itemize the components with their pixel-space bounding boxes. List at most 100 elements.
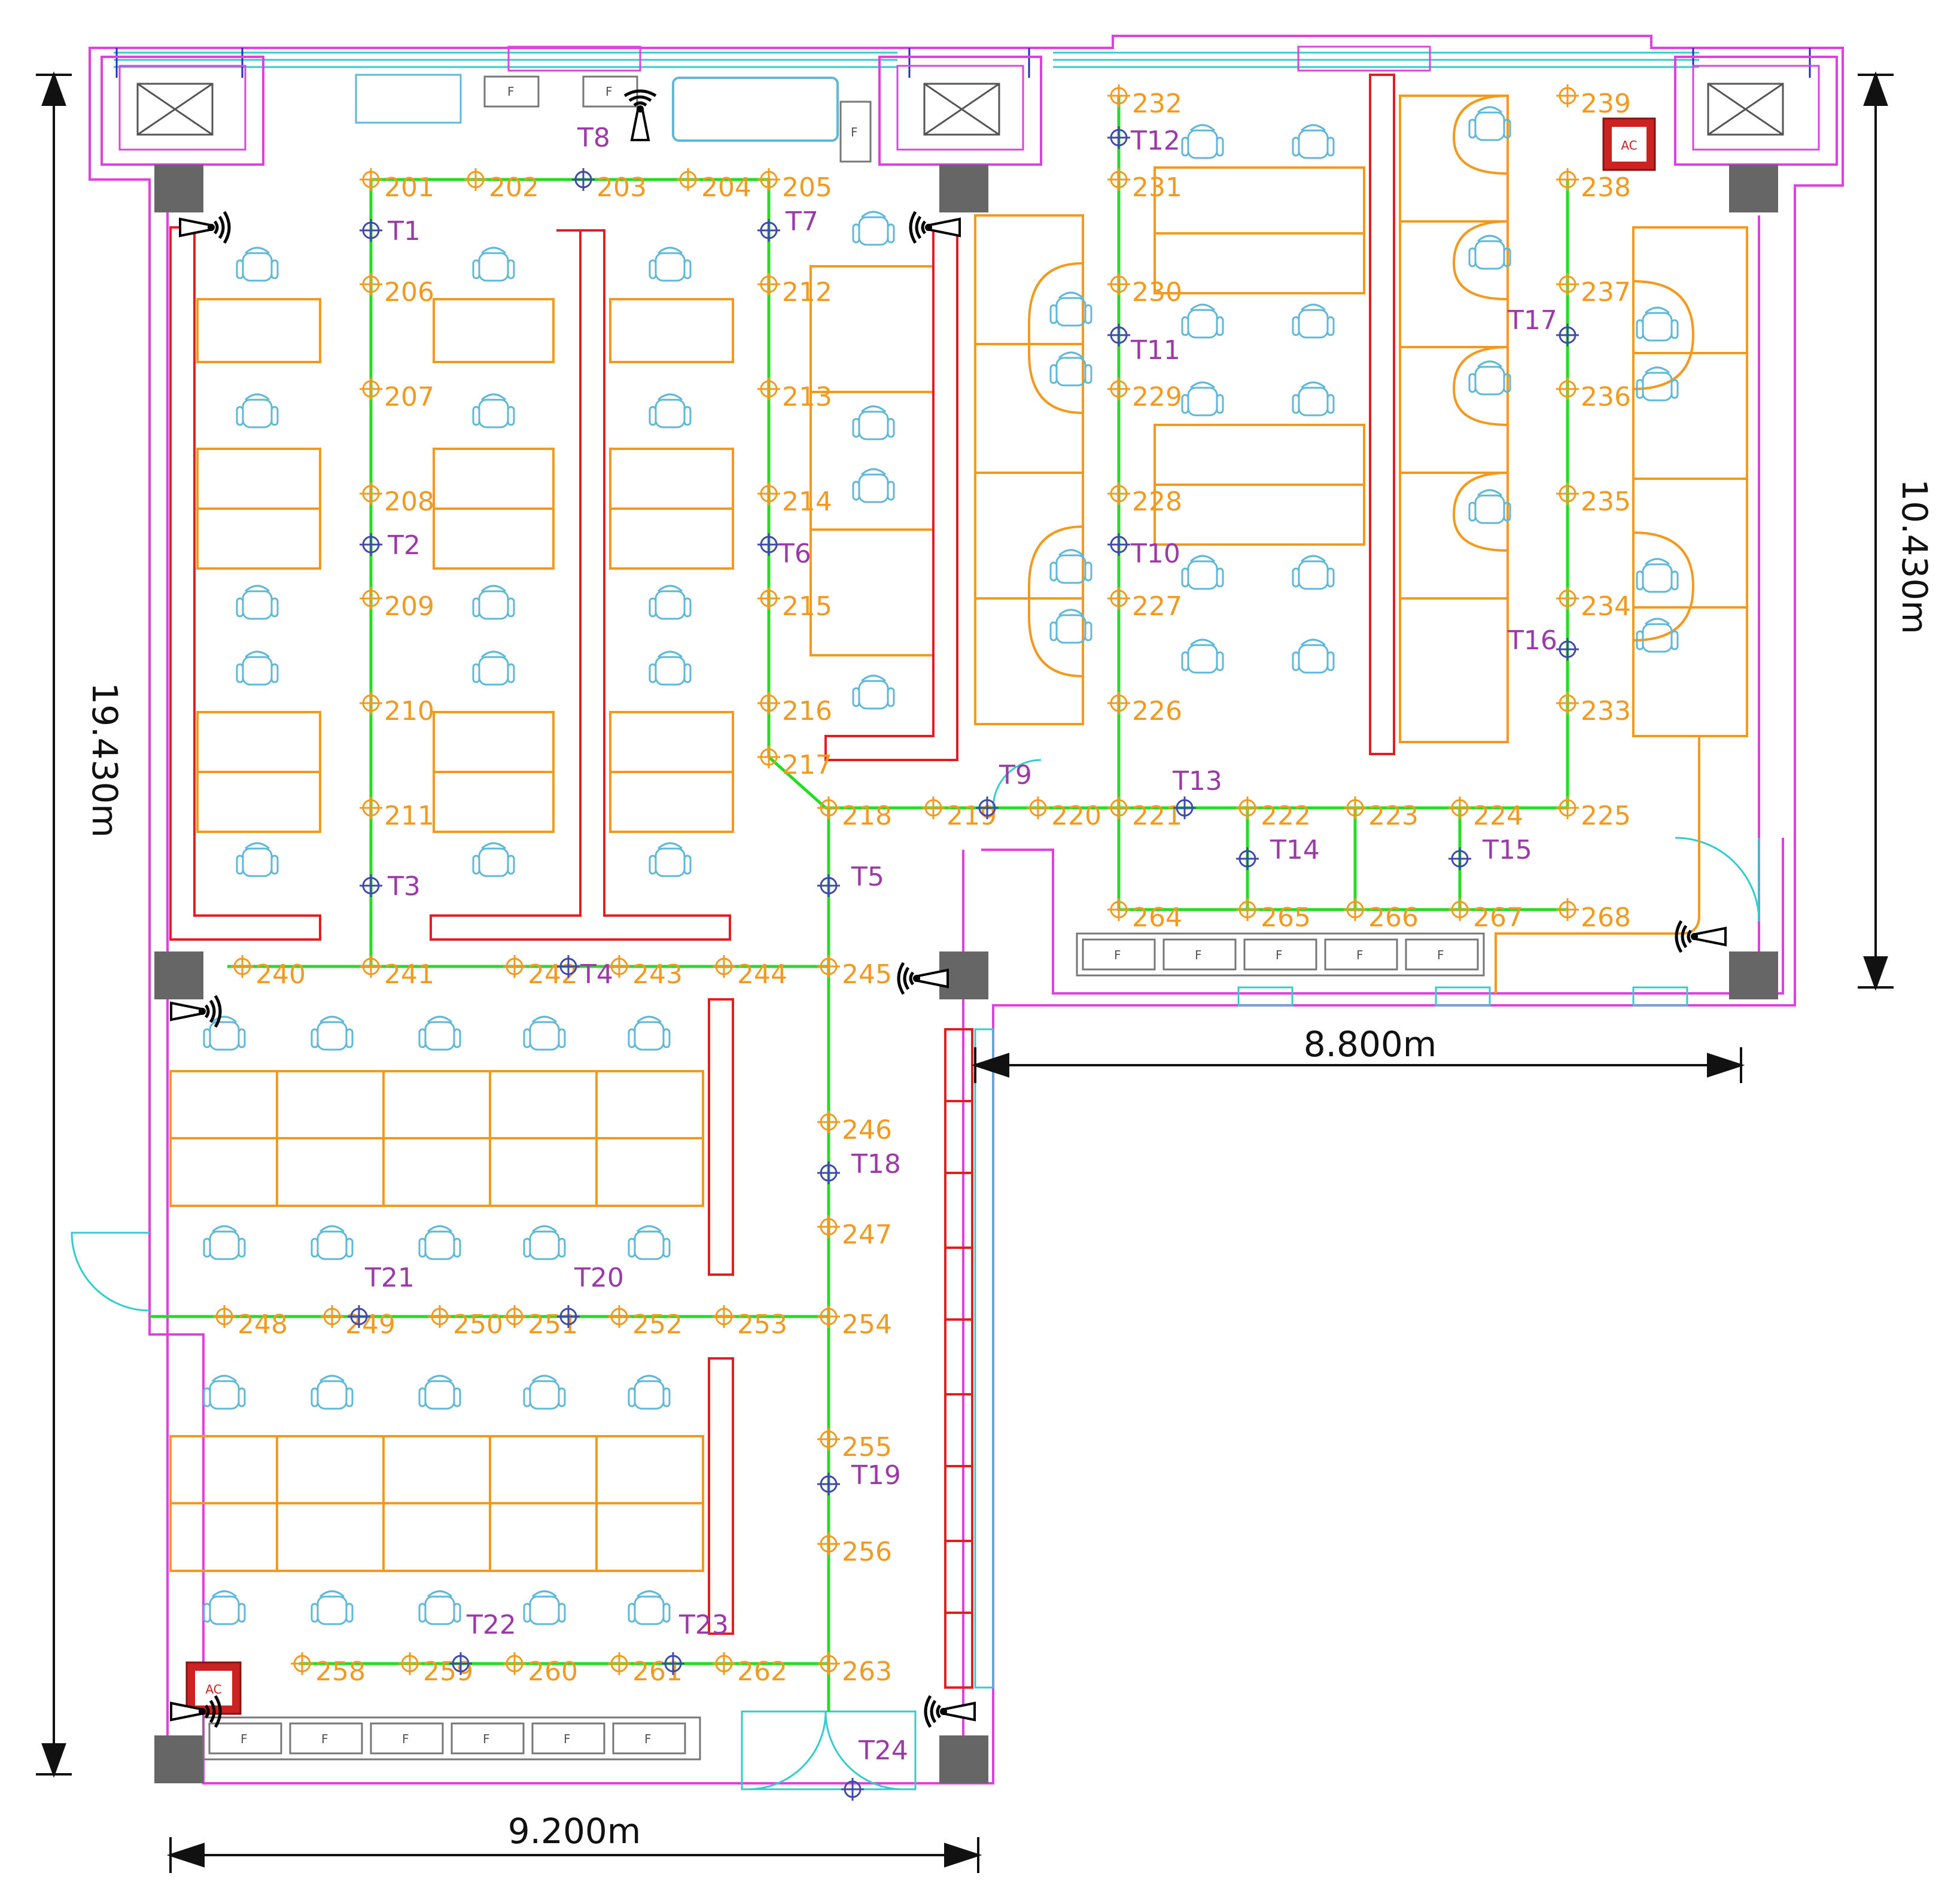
- reference-point-label: 254: [842, 1309, 892, 1340]
- test-point-label: T3: [387, 871, 421, 902]
- reference-point: 205: [756, 167, 832, 203]
- reference-point-label: 243: [632, 959, 683, 990]
- reference-point-marker-icon: [816, 1427, 841, 1452]
- test-point-label: T1: [387, 216, 421, 247]
- uwb-anchor-icon: [625, 91, 656, 140]
- reference-point-marker-icon: [1025, 795, 1051, 820]
- reference-point-marker-icon: [756, 272, 781, 297]
- test-point-label: T13: [1172, 766, 1222, 796]
- reference-point: 214: [756, 481, 832, 517]
- reference-point-label: 245: [842, 959, 892, 990]
- reference-point: 239: [1555, 83, 1631, 119]
- reference-point-label: 262: [737, 1656, 787, 1687]
- reference-point-label: 253: [737, 1309, 787, 1340]
- test-point-marker-icon: [1106, 125, 1131, 150]
- test-point-label: T4: [580, 959, 613, 990]
- reference-point-marker-icon: [1447, 795, 1472, 820]
- elevator-shaft-icon: [878, 56, 1042, 166]
- reference-point: 255: [816, 1427, 892, 1463]
- svg-text:F: F: [1276, 948, 1283, 962]
- reference-point-label: 228: [1132, 487, 1182, 517]
- reference-point-marker-icon: [358, 481, 384, 506]
- uwb-anchor-icon: [1676, 921, 1725, 952]
- reference-point-label: 206: [384, 277, 434, 308]
- reference-point-label: 240: [255, 959, 306, 990]
- columns: [154, 165, 1778, 1783]
- test-point: T7: [756, 206, 818, 243]
- reference-point: 222: [1235, 795, 1311, 831]
- reference-point: 264: [1106, 897, 1182, 933]
- reference-point-marker-icon: [358, 167, 384, 192]
- reference-point: 234: [1555, 586, 1631, 622]
- reference-point-marker-icon: [675, 167, 701, 192]
- test-point-label: T2: [387, 530, 421, 561]
- reference-point-marker-icon: [230, 954, 255, 979]
- reference-point: 206: [358, 272, 434, 308]
- test-point: T22: [448, 1610, 516, 1676]
- reference-point-marker-icon: [1555, 272, 1580, 297]
- reference-point-label: 225: [1581, 801, 1631, 831]
- reference-point: 235: [1555, 481, 1631, 517]
- reference-point: 221: [1106, 795, 1182, 831]
- reference-point-label: 212: [782, 277, 832, 308]
- reference-point-marker-icon: [358, 691, 384, 716]
- reference-point-label: 223: [1368, 801, 1419, 831]
- reference-point-label: 238: [1581, 172, 1631, 203]
- test-point-marker-icon: [358, 873, 384, 898]
- reference-point-marker-icon: [1106, 795, 1131, 820]
- reference-point-label: 259: [423, 1656, 473, 1687]
- reception-furniture: F F F: [355, 45, 1431, 163]
- reference-point-label: 248: [238, 1309, 288, 1340]
- reference-point-label: 217: [782, 750, 832, 780]
- reference-point-label: 226: [1132, 696, 1182, 726]
- outer-walls: [89, 35, 1844, 1784]
- reference-point: 260: [502, 1651, 578, 1687]
- reference-point-marker-icon: [1343, 795, 1368, 820]
- reference-point-marker-icon: [1106, 272, 1131, 297]
- reference-point-marker-icon: [1106, 481, 1131, 506]
- dimension-bottom-width: 9.200m: [508, 1811, 641, 1852]
- reference-point-marker-icon: [711, 954, 736, 979]
- test-point-label: T24: [858, 1735, 908, 1766]
- reference-point-label: 258: [315, 1656, 366, 1687]
- reference-point: 202: [463, 167, 539, 203]
- reference-point-marker-icon: [1106, 376, 1131, 402]
- test-point-marker-icon: [816, 1472, 841, 1497]
- reference-point: 219: [921, 795, 997, 831]
- test-point-label: T14: [1270, 835, 1320, 865]
- reference-point-marker-icon: [1555, 83, 1580, 108]
- test-point-label: T6: [778, 539, 811, 569]
- reference-point-label: 266: [1368, 902, 1419, 933]
- test-point: T12: [1106, 125, 1180, 156]
- svg-text:F: F: [851, 125, 858, 139]
- uwb-anchor-icon: [911, 212, 960, 243]
- dimension-right-height: 10.430m: [1894, 479, 1935, 634]
- reference-point: 232: [1106, 83, 1182, 119]
- reference-point-label: 267: [1473, 902, 1523, 933]
- svg-text:F: F: [1356, 948, 1364, 962]
- reference-point-marker-icon: [756, 481, 781, 506]
- reference-point-marker-icon: [816, 795, 841, 820]
- svg-text:AC: AC: [1621, 138, 1637, 153]
- test-point-label: T9: [999, 760, 1032, 791]
- windows: [114, 51, 1699, 1689]
- test-point: T16: [1507, 625, 1580, 662]
- reference-point-marker-icon: [816, 1109, 841, 1135]
- reference-point-label: 234: [1581, 591, 1631, 622]
- test-point: T9: [975, 760, 1032, 820]
- reference-point-marker-icon: [212, 1304, 237, 1329]
- elevator-shafts: [101, 56, 1838, 166]
- svg-text:F: F: [644, 1732, 652, 1746]
- cabinet-labels: F F F F F F F F F F F: [241, 948, 1444, 1746]
- reference-point: 237: [1555, 272, 1631, 308]
- reference-point: 244: [711, 954, 787, 990]
- reference-point-marker-icon: [1235, 897, 1260, 922]
- reference-point-marker-icon: [502, 1304, 527, 1329]
- reference-point-label: 256: [842, 1537, 892, 1567]
- reference-point-marker-icon: [1447, 897, 1472, 922]
- reference-point: 201: [358, 167, 434, 203]
- reference-point-label: 250: [453, 1309, 503, 1340]
- air-conditioner-icon: AC: [185, 1661, 242, 1715]
